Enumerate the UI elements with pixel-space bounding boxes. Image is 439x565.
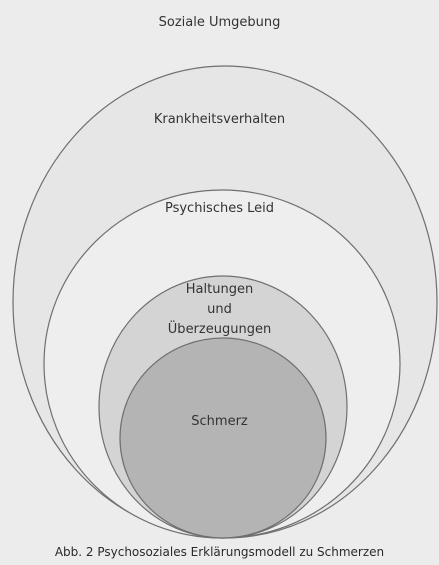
label-attitudes-beliefs-line-3: Überzeugungen bbox=[167, 322, 272, 337]
label-attitudes-beliefs-line-2: und bbox=[207, 302, 232, 317]
label-psychological-distress: Psychisches Leid bbox=[164, 201, 274, 216]
label-illness-behavior: Krankheitsverhalten bbox=[153, 112, 286, 127]
label-attitudes-beliefs-line-1: Haltungen bbox=[185, 282, 254, 297]
label-social-environment: Soziale Umgebung bbox=[158, 15, 281, 30]
label-attitudes-beliefs: Haltungen und Überzeugungen bbox=[0, 280, 439, 340]
label-pain: Schmerz bbox=[191, 414, 248, 429]
ellipse-pain bbox=[119, 337, 327, 539]
figure-caption: Abb. 2 Psychosoziales Erklärungsmodell z… bbox=[54, 545, 385, 559]
